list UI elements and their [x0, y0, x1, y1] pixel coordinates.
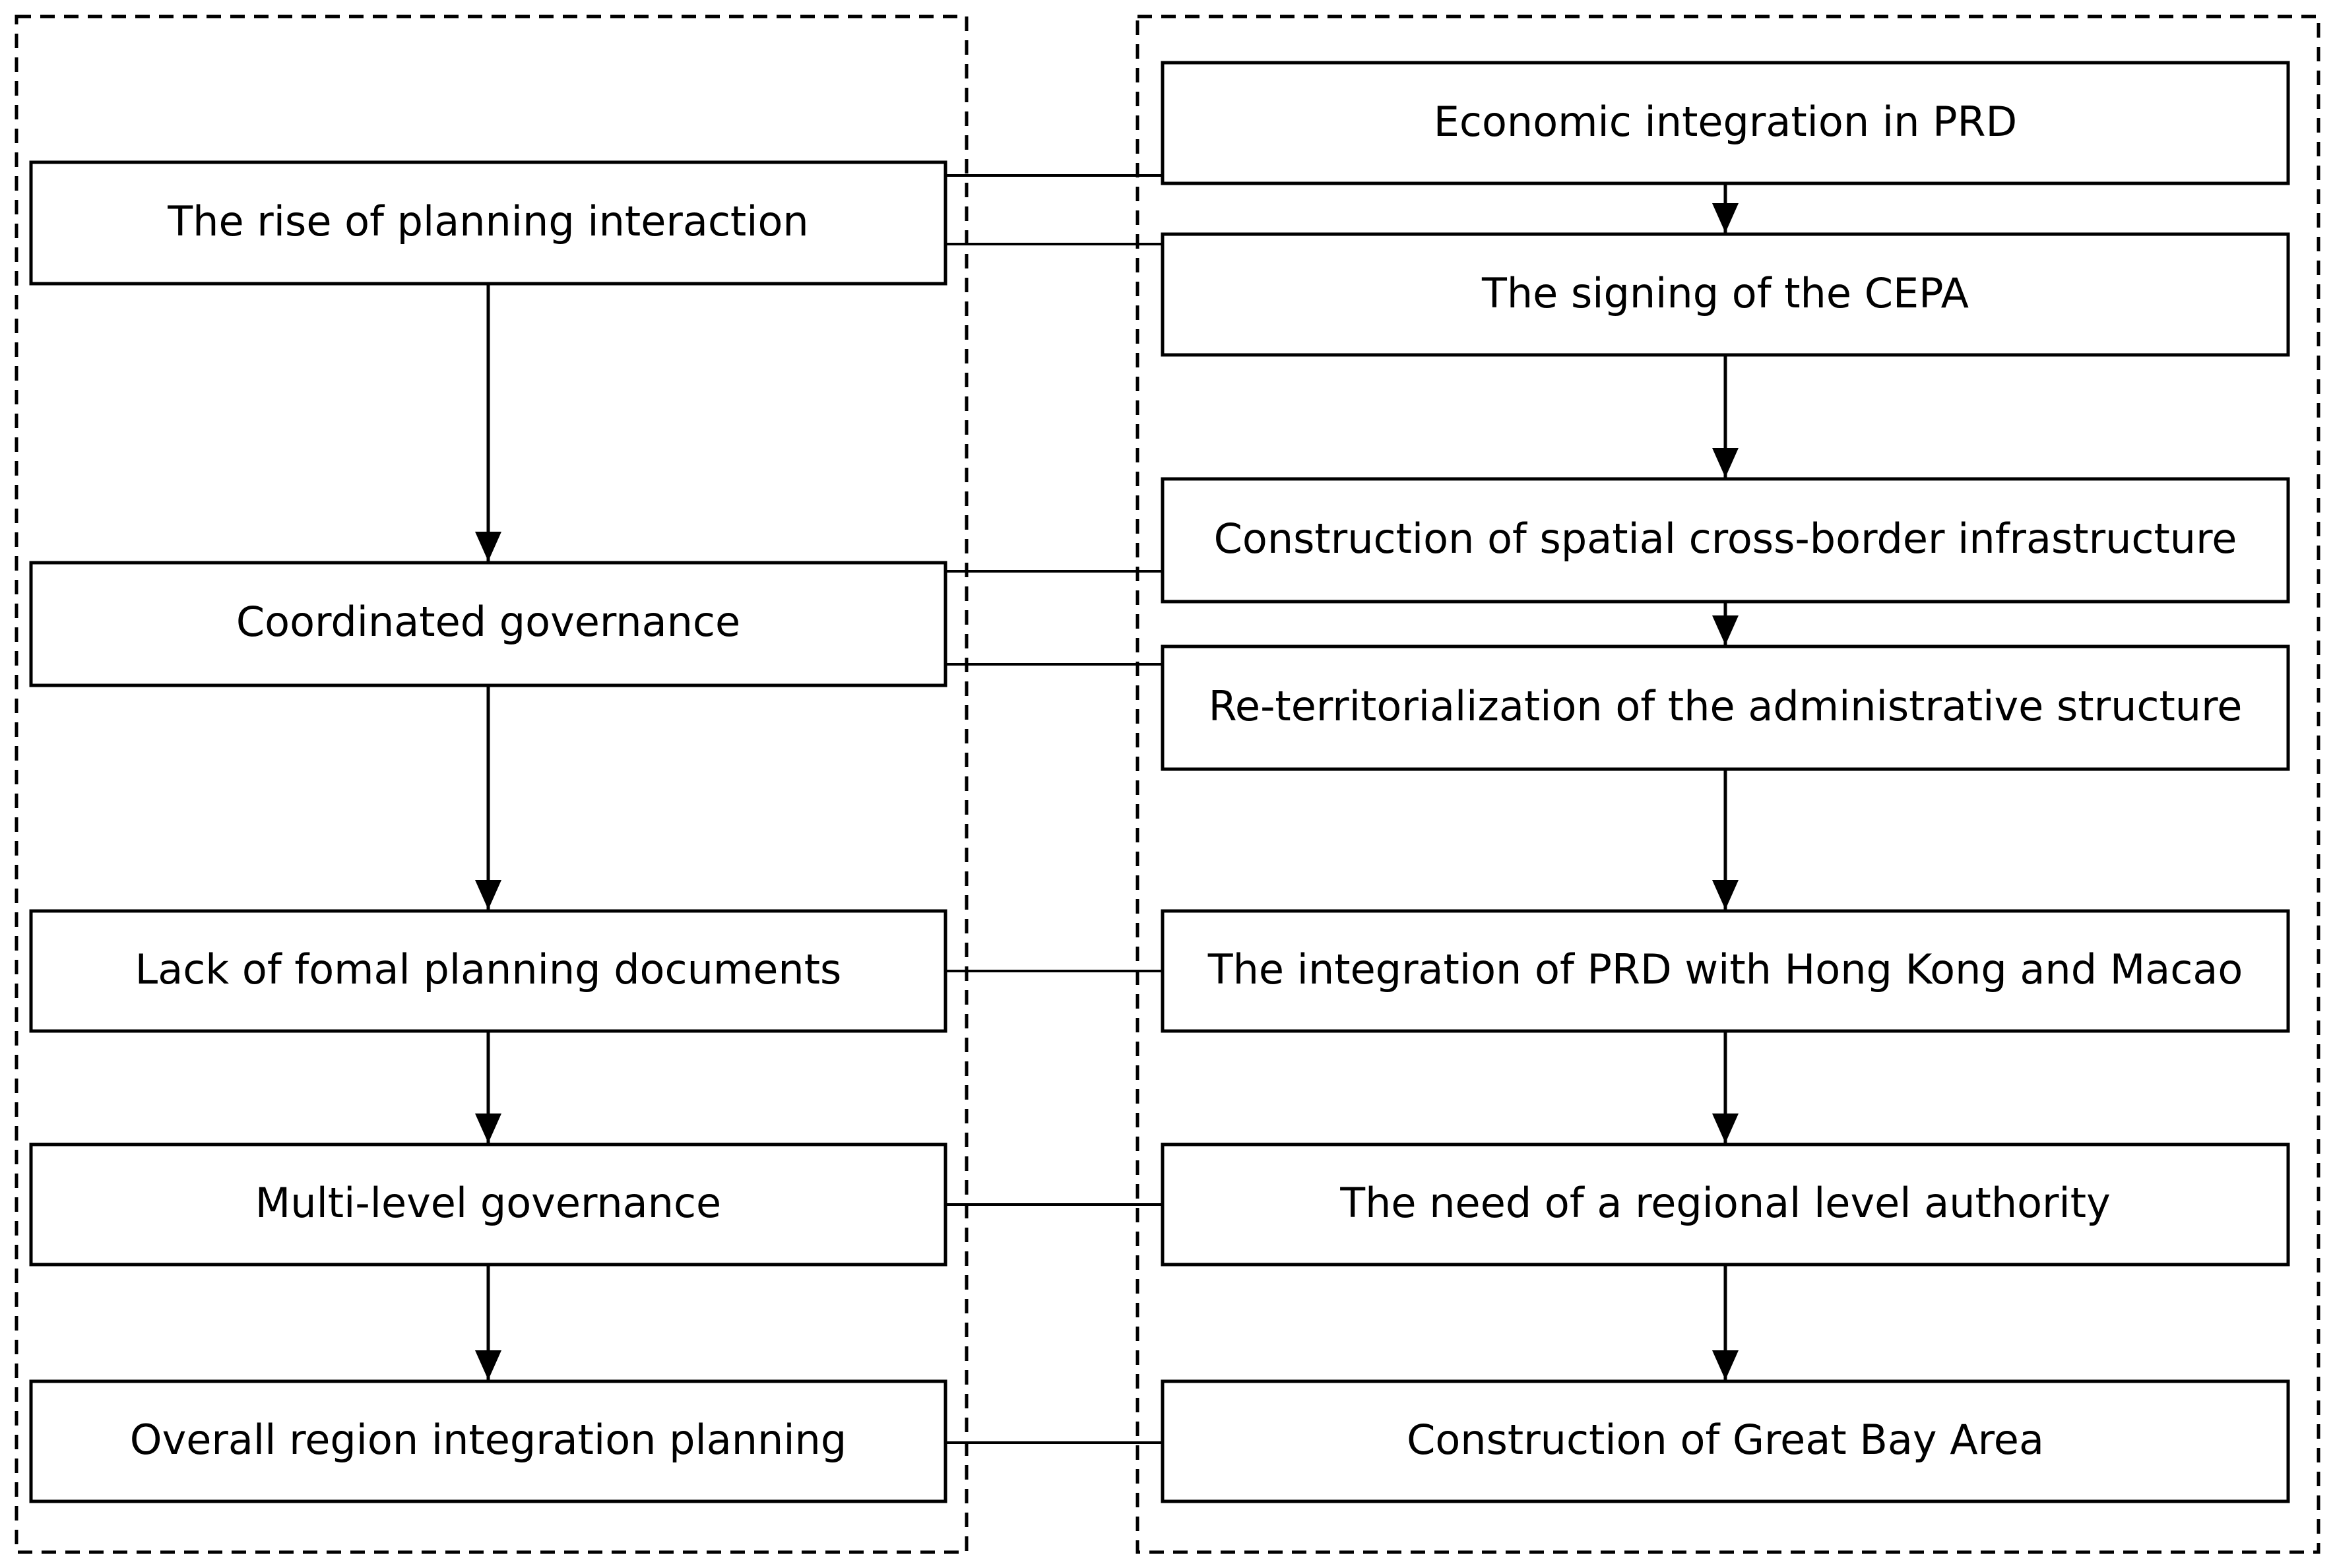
left-node-box — [29, 909, 947, 1033]
left-group-frame — [15, 15, 969, 1554]
right-node-box — [1161, 1379, 2290, 1503]
right-node-r3: Construction of spatial cross-border inf… — [1161, 477, 2290, 604]
right-node-box — [1161, 232, 2290, 357]
right-node-box — [1161, 477, 2290, 604]
right-node-box — [1161, 1143, 2290, 1267]
left-node-label: Multi-level governance — [255, 1179, 721, 1227]
left-node-box — [29, 160, 947, 286]
right-node-box — [1161, 644, 2290, 771]
right-node-label: The signing of the CEPA — [1481, 269, 1969, 317]
right-node-r6: The need of a regional level authority — [1161, 1143, 2290, 1267]
right-node-box — [1161, 909, 2290, 1033]
right-node-label: The need of a regional level authority — [1339, 1179, 2111, 1227]
left-node-label: Overall region integration planning — [130, 1416, 847, 1464]
right-node-r1: Economic integration in PRD — [1161, 61, 2290, 185]
left-node-label: The rise of planning interaction — [167, 197, 808, 245]
left-node-l2: Coordinated governance — [29, 561, 947, 687]
left-node-box — [29, 561, 947, 687]
left-node-label: Lack of fomal planning documents — [135, 945, 842, 993]
right-node-box — [1161, 61, 2290, 185]
left-node-l3: Lack of fomal planning documents — [29, 909, 947, 1033]
right-node-r7: Construction of Great Bay Area — [1161, 1379, 2290, 1503]
left-node-l4: Multi-level governance — [29, 1143, 947, 1267]
right-node-label: Construction of Great Bay Area — [1407, 1416, 2044, 1464]
left-node-box — [29, 1143, 947, 1267]
right-node-label: The integration of PRD with Hong Kong an… — [1207, 945, 2243, 993]
left-node-l5: Overall region integration planning — [29, 1379, 947, 1503]
right-group-frame — [1136, 15, 2320, 1554]
right-node-label: Economic integration in PRD — [1434, 98, 2018, 146]
right-node-label: Re-territorialization of the administrat… — [1209, 682, 2243, 730]
right-node-r4: Re-territorialization of the administrat… — [1161, 644, 2290, 771]
left-node-label: Coordinated governance — [236, 598, 740, 646]
right-node-r5: The integration of PRD with Hong Kong an… — [1161, 909, 2290, 1033]
right-node-r2: The signing of the CEPA — [1161, 232, 2290, 357]
right-node-label: Construction of spatial cross-border inf… — [1214, 515, 2237, 563]
left-node-box — [29, 1379, 947, 1503]
connector-lines — [945, 174, 1163, 1444]
left-node-l1: The rise of planning interaction — [29, 160, 947, 286]
flow-arrows — [475, 183, 1739, 1380]
